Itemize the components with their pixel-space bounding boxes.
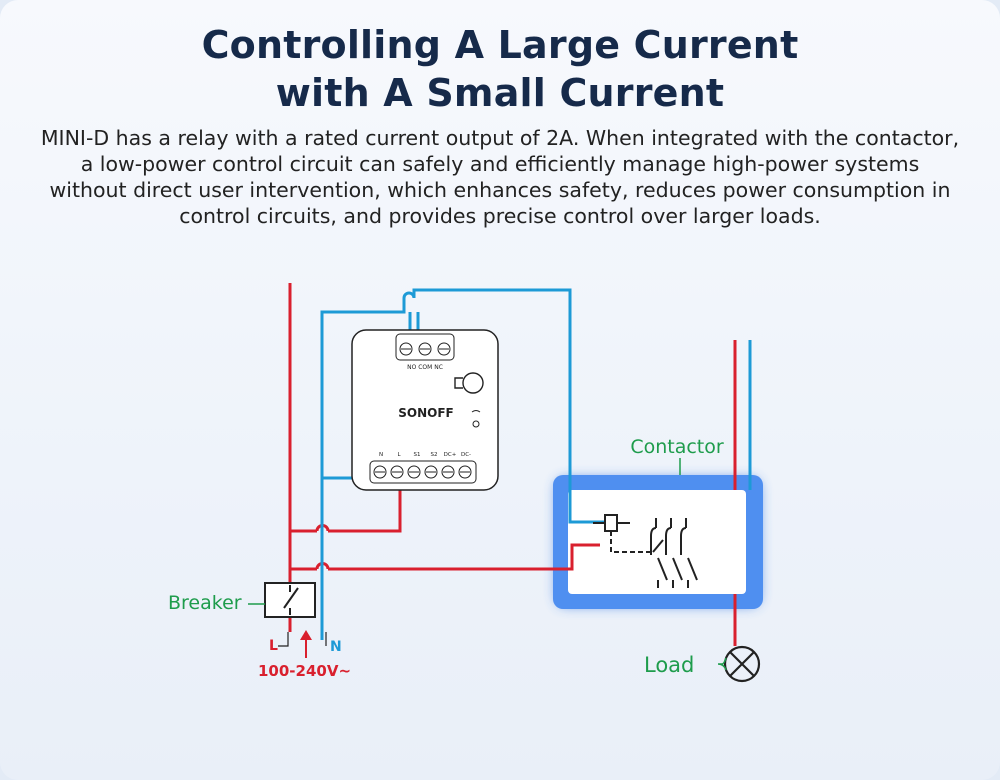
top-terminal-labels: NO COM NC	[407, 364, 443, 371]
svg-text:DC-: DC-	[461, 452, 471, 458]
voltage-label: 100-240V~	[258, 662, 351, 680]
top-terminal-screws	[399, 342, 451, 356]
svg-text:DC+: DC+	[444, 452, 457, 458]
svg-text:S1: S1	[414, 452, 421, 458]
brand-logo: SONOFF	[398, 406, 453, 420]
bottom-terminal-screws	[373, 465, 472, 479]
live-wires	[288, 283, 737, 646]
contactor-label: Contactor	[630, 436, 724, 458]
svg-text:L: L	[397, 452, 401, 458]
load-pointer	[717, 657, 727, 671]
contactor-symbol	[593, 514, 698, 588]
load-label: Load	[644, 653, 694, 677]
button-icon	[454, 372, 484, 394]
breaker-symbol	[264, 582, 316, 618]
source-arrow	[278, 630, 327, 658]
neutral-label: N	[330, 639, 342, 655]
breaker-label: Breaker	[168, 592, 242, 614]
mini-d-device: NO COM NC SONOFF N L S1 S2 DC+ DC-	[351, 329, 499, 491]
svg-text:N: N	[379, 452, 383, 458]
live-label: L	[269, 638, 278, 654]
load-lamp-icon	[723, 645, 761, 683]
page-title-line2: with A Small Current	[275, 71, 725, 115]
description: MINI-D has a relay with a rated current …	[40, 126, 960, 228]
page-title-line1: Controlling A Large Current	[201, 23, 799, 67]
wifi-indicator-icon	[471, 410, 481, 428]
bottom-terminal-labels: N L S1 S2 DC+ DC-	[379, 452, 471, 458]
contactor-box	[553, 475, 763, 609]
svg-text:S2: S2	[431, 452, 438, 458]
